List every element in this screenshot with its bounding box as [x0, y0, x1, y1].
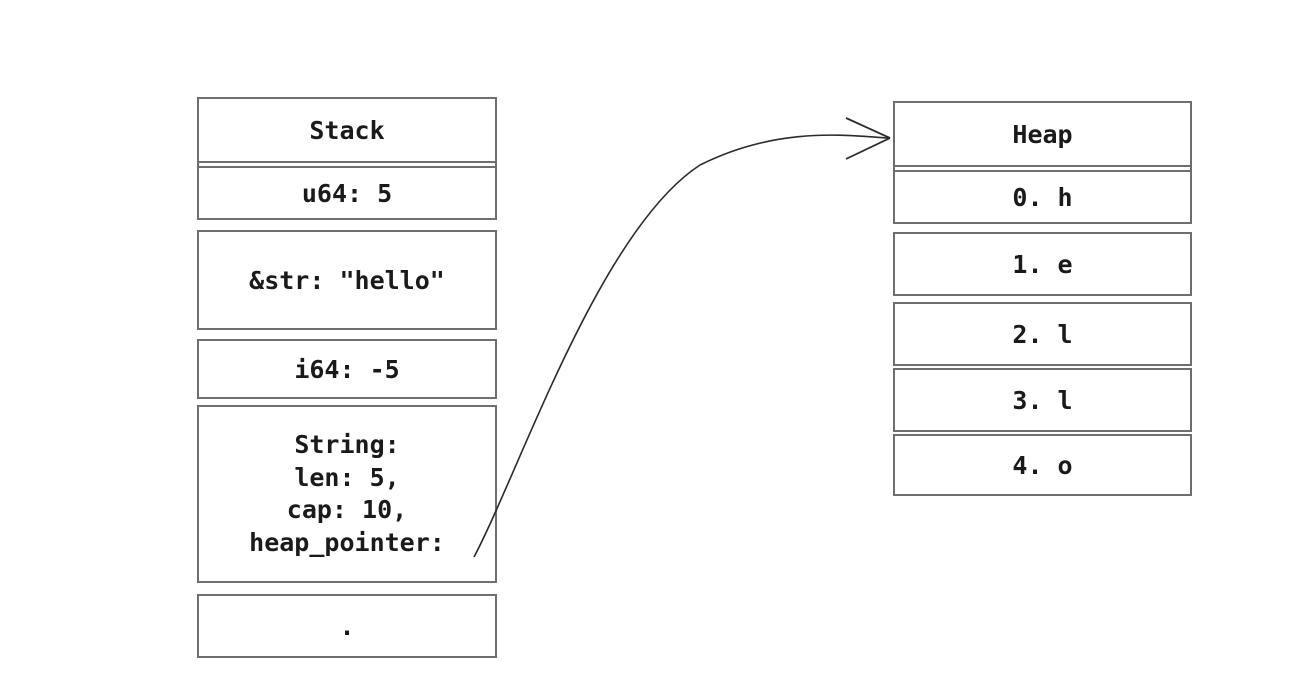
- arrow-curve: [473, 134, 890, 558]
- heap-row-1[interactable]: 1. e: [893, 232, 1192, 296]
- heap-header: Heap: [895, 103, 1190, 165]
- heap-row-0[interactable]: 0. h: [895, 172, 1190, 222]
- stack-row-u64[interactable]: u64: 5: [199, 168, 495, 218]
- stack-row-string[interactable]: String: len: 5, cap: 10, heap_pointer:: [197, 405, 497, 583]
- stack-header-group: Stack u64: 5: [197, 97, 497, 220]
- stack-row-i64-label: i64: -5: [294, 354, 400, 384]
- heap-row-0-label: 0. h: [1012, 182, 1073, 212]
- heap-header-group: Heap 0. h: [893, 101, 1192, 224]
- heap-row-3[interactable]: 3. l: [893, 368, 1192, 432]
- stack-row-i64[interactable]: i64: -5: [197, 339, 497, 399]
- stack-row-u64-label: u64: 5: [301, 178, 393, 208]
- stack-row-string-label: String: len: 5, cap: 10, heap_pointer:: [249, 430, 445, 557]
- heap-header-divider: [893, 165, 1192, 172]
- arrow-head-lower: [845, 137, 891, 160]
- stack-row-dot-label: .: [339, 611, 355, 641]
- stack-row-dot[interactable]: .: [197, 594, 497, 658]
- heap-row-2[interactable]: 2. l: [893, 302, 1192, 366]
- stack-header-label: Stack: [309, 115, 385, 145]
- stack-header: Stack: [199, 99, 495, 161]
- heap-header-label: Heap: [1012, 119, 1073, 149]
- heap-row-4[interactable]: 4. o: [893, 434, 1192, 496]
- heap-row-3-label: 3. l: [1012, 385, 1073, 415]
- heap-row-2-label: 2. l: [1012, 319, 1073, 349]
- heap-row-1-label: 1. e: [1012, 249, 1073, 279]
- heap-row-4-label: 4. o: [1012, 450, 1073, 480]
- stack-row-str-label: &str: "hello": [249, 265, 445, 295]
- stack-row-str[interactable]: &str: "hello": [197, 230, 497, 330]
- stack-header-divider: [197, 161, 497, 168]
- arrow-head-upper: [845, 117, 891, 139]
